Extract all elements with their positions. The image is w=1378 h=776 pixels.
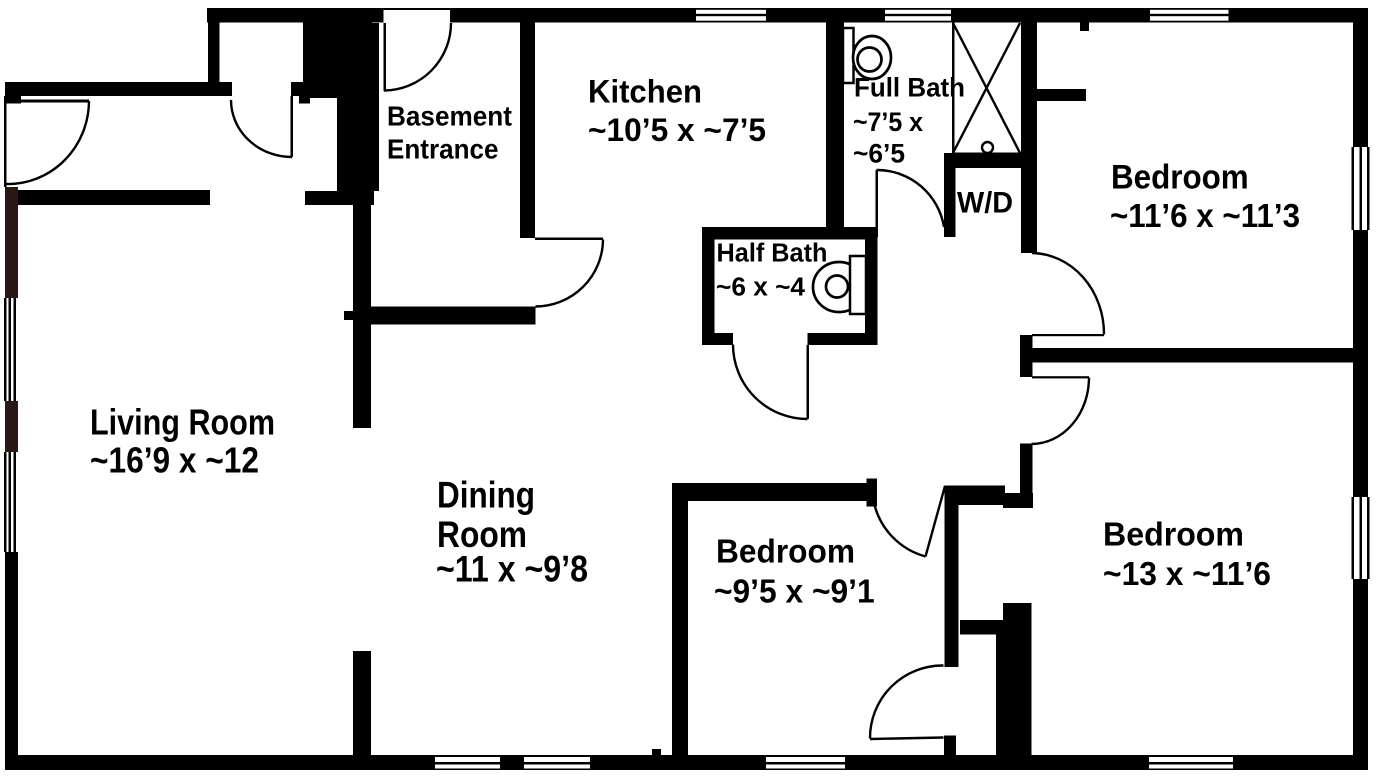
svg-text:Basement: Basement [387,101,512,132]
svg-text:Bedroom: Bedroom [716,533,855,570]
svg-text:~6 x ~4: ~6 x ~4 [716,274,806,302]
svg-text:~11’6 x ~11’3: ~11’6 x ~11’3 [1110,197,1300,234]
svg-text:~10’5 x ~7’5: ~10’5 x ~7’5 [588,112,766,148]
svg-text:Kitchen: Kitchen [588,74,702,110]
svg-text:Bedroom: Bedroom [1103,516,1244,553]
svg-text:~16’9 x ~12: ~16’9 x ~12 [90,440,259,481]
svg-text:~9’5 x ~9’1: ~9’5 x ~9’1 [714,572,875,609]
svg-text:Bedroom: Bedroom [1111,159,1249,197]
svg-text:W/D: W/D [957,187,1013,220]
svg-text:Room: Room [437,514,527,555]
svg-text:~6’5: ~6’5 [853,139,905,169]
svg-text:Living Room: Living Room [90,402,275,443]
svg-text:Dining: Dining [437,474,535,515]
svg-text:Full Bath: Full Bath [854,73,965,103]
svg-text:Half Bath: Half Bath [717,239,828,267]
svg-text:~11 x ~9’8: ~11 x ~9’8 [436,548,588,589]
svg-text:~13 x ~11’6: ~13 x ~11’6 [1103,555,1271,592]
svg-text:~7’5 x: ~7’5 x [853,107,923,137]
svg-text:Entrance: Entrance [387,134,499,165]
